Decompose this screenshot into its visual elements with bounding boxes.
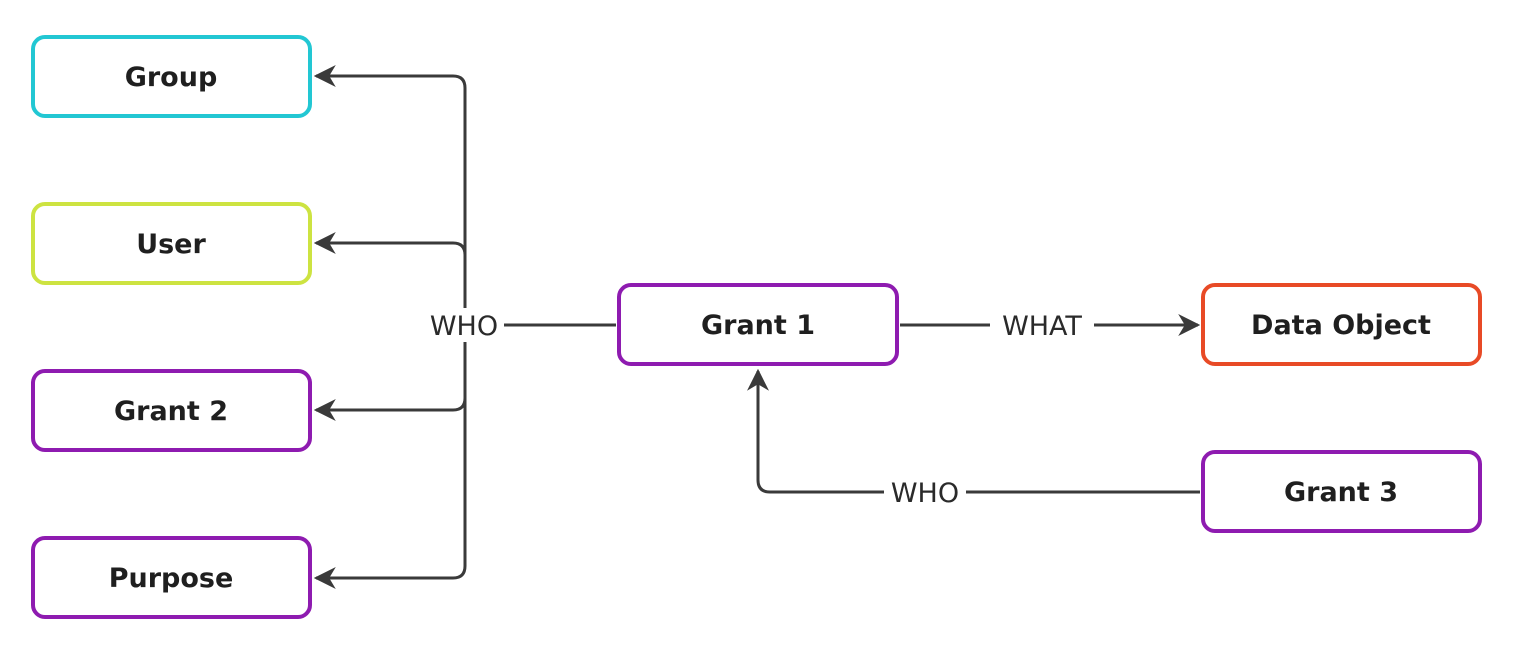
who-edge-to-group — [313, 65, 467, 89]
node-grant1-box — [617, 283, 899, 366]
who-edge-to-grant2 — [313, 397, 467, 421]
node-grant2-label: Grant 2 — [114, 396, 228, 427]
who-label-2-bg — [884, 475, 966, 509]
who-edge-label-grant3: WHO — [891, 478, 959, 509]
node-user[interactable]: User — [31, 202, 312, 285]
node-grant3[interactable]: Grant 3 — [1201, 450, 1482, 533]
node-group[interactable]: Group — [31, 35, 312, 118]
who-edge-label: WHO — [430, 311, 498, 342]
node-user-label: User — [136, 229, 206, 260]
node-grant2[interactable]: Grant 2 — [31, 369, 312, 452]
what-edge-label: WHAT — [1002, 311, 1082, 342]
node-group-label: Group — [125, 62, 218, 93]
who-edge-to-purpose — [313, 565, 467, 589]
node-purpose-label: Purpose — [109, 563, 234, 594]
what-label-bg — [990, 308, 1094, 342]
node-purpose-box — [31, 536, 312, 619]
node-data-object-box — [1201, 283, 1482, 366]
node-user-box — [31, 202, 312, 285]
who-edge-grant3-to-grant1 — [747, 368, 1200, 494]
node-grant3-label: Grant 3 — [1284, 477, 1398, 508]
node-grant2-box — [31, 369, 312, 452]
node-grant1-label: Grant 1 — [701, 310, 815, 341]
node-data-object[interactable]: Data Object — [1201, 283, 1482, 366]
who-edge-to-user — [313, 232, 467, 256]
node-data-object-label: Data Object — [1251, 310, 1431, 341]
node-grant3-box — [1201, 450, 1482, 533]
who-label-bg — [424, 308, 504, 342]
node-group-box — [31, 35, 312, 118]
node-grant1[interactable]: Grant 1 — [617, 283, 899, 366]
node-purpose[interactable]: Purpose — [31, 536, 312, 619]
